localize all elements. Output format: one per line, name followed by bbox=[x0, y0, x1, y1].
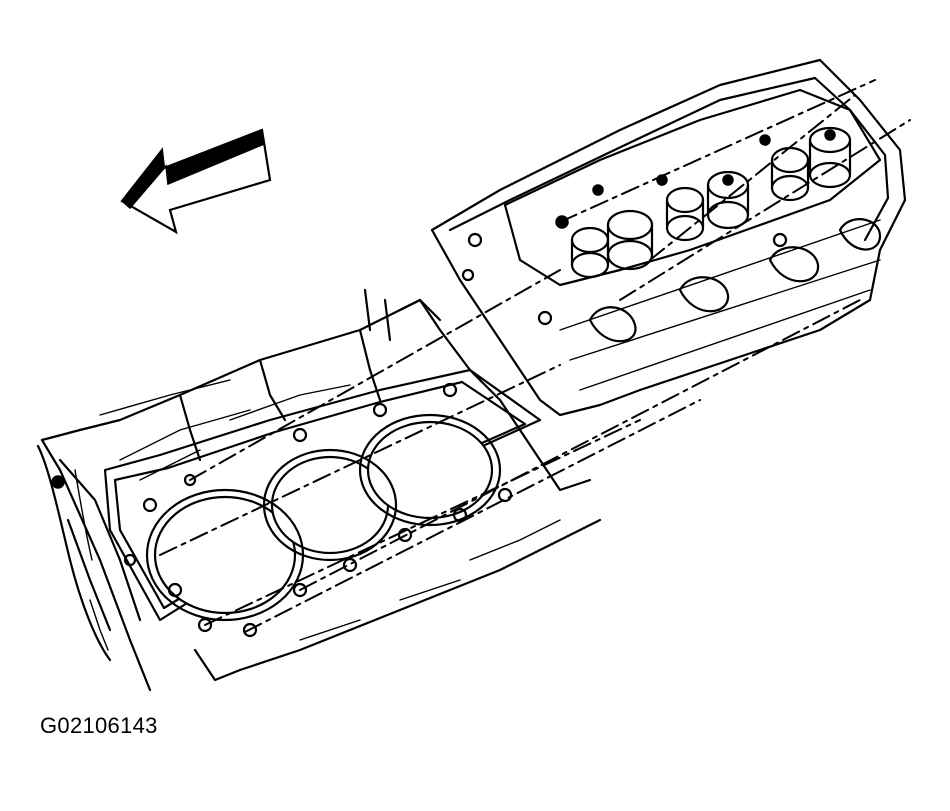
cylinder-bore-3 bbox=[366, 420, 494, 520]
cylinder-bore-1 bbox=[153, 495, 297, 615]
front-direction-arrow-icon bbox=[120, 128, 272, 235]
alignment-lines bbox=[159, 79, 911, 633]
head-gasket bbox=[103, 368, 542, 638]
cylinder-head bbox=[430, 58, 907, 417]
engine-block bbox=[36, 288, 602, 692]
valve-springs bbox=[555, 126, 852, 279]
gasket-bolt-holes bbox=[123, 382, 513, 638]
figure-id-label: G02106143 bbox=[40, 713, 158, 738]
